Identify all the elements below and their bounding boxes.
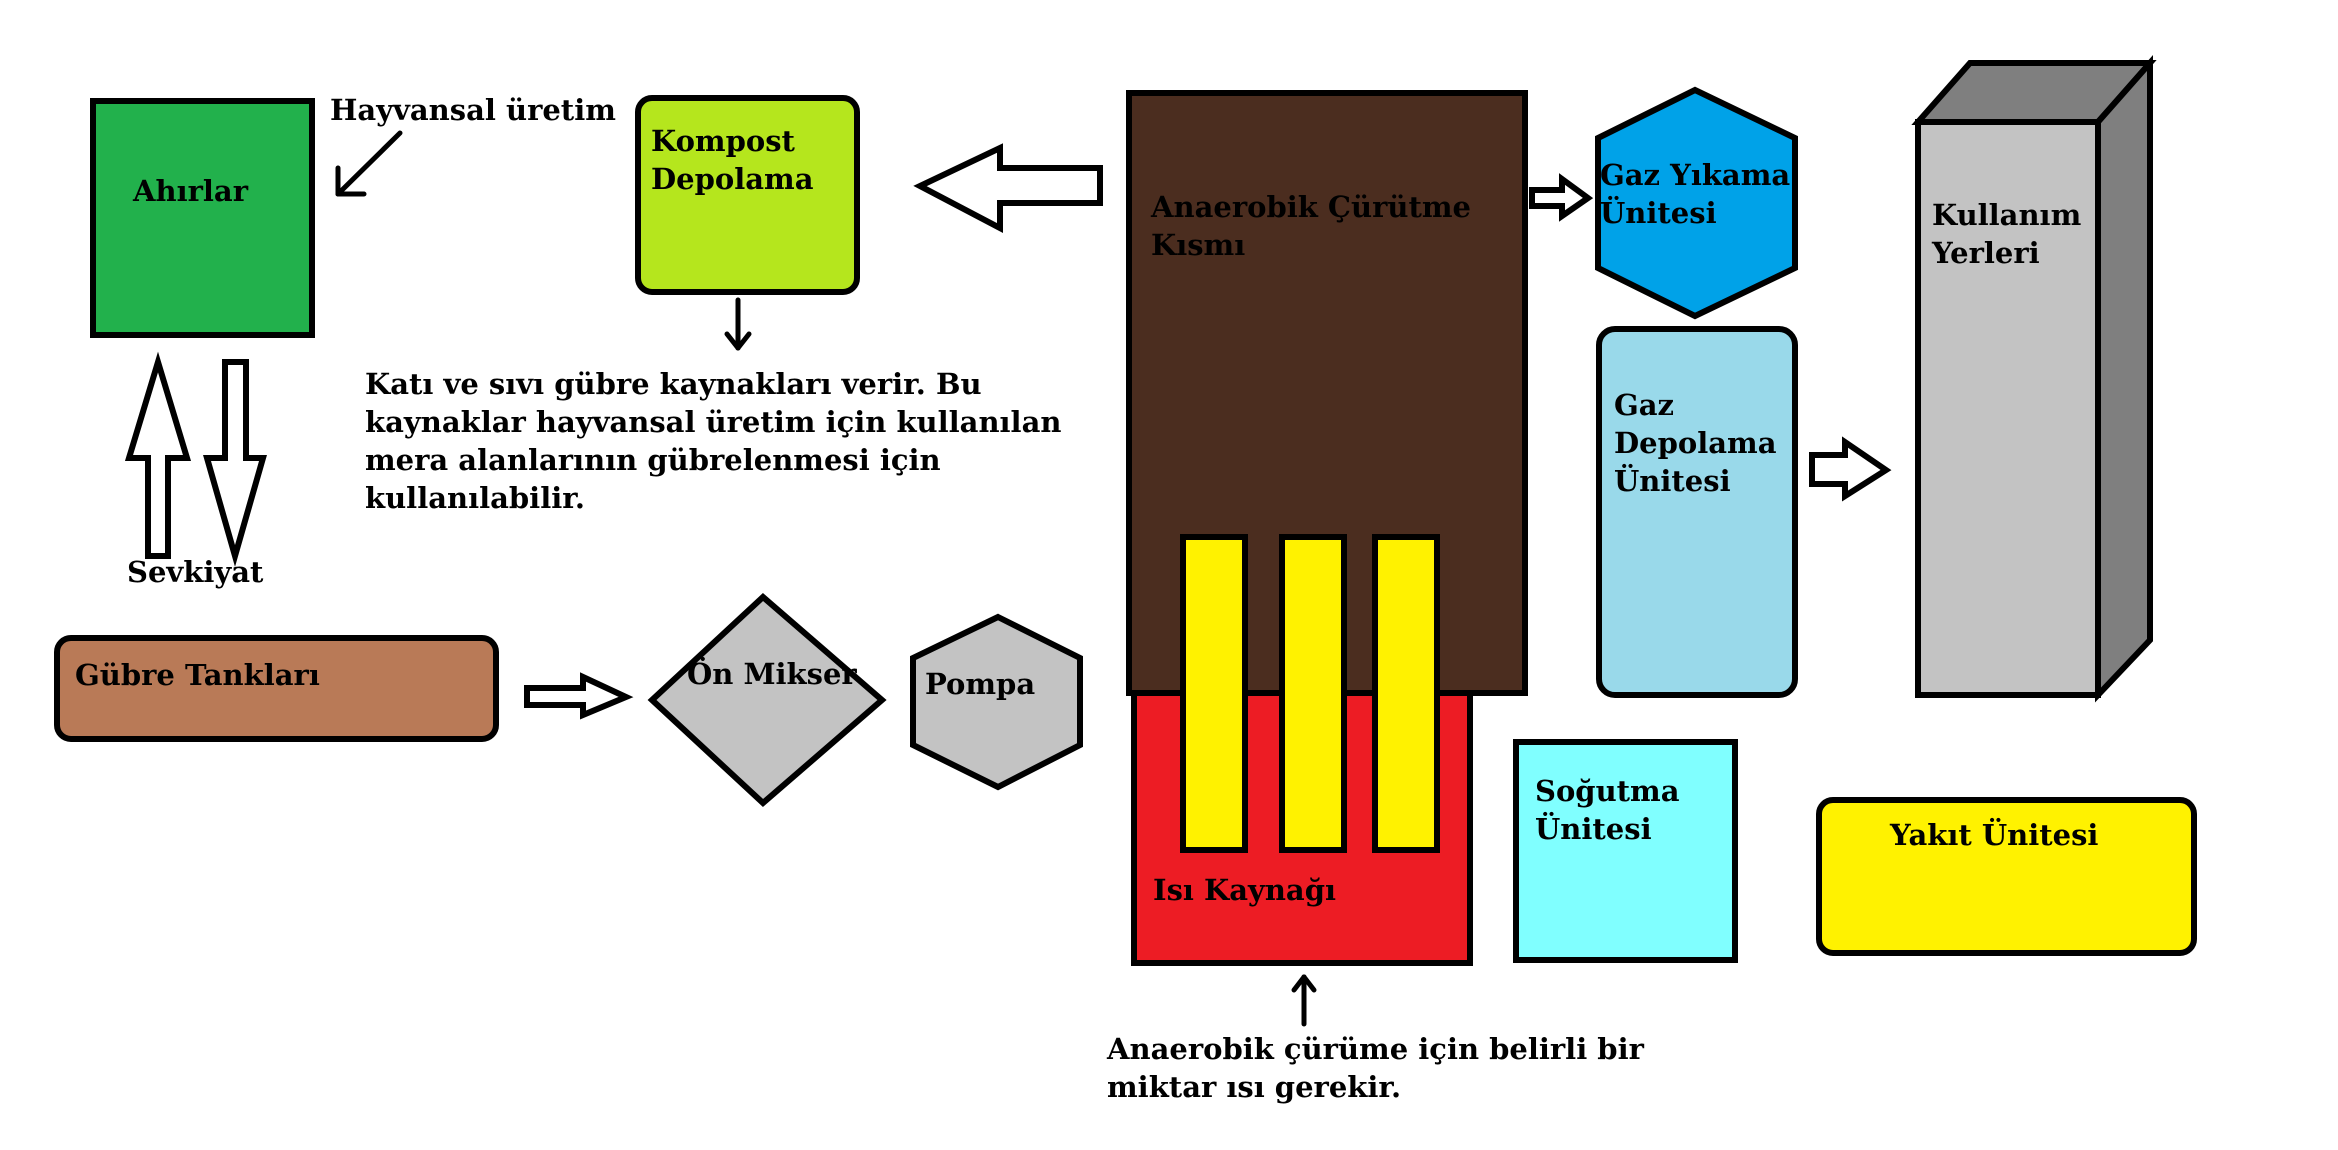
yakit-label: Yakıt Ünitesi [1890,818,2099,852]
yakit-box [1816,797,2197,956]
heater-bar [1180,534,1248,853]
gubre-tanklari-label: Gübre Tankları [75,658,320,692]
gubre-tanklari-box [54,635,499,742]
arrow-right-icon [1809,436,1892,502]
heater-bar [1279,534,1347,853]
gaz-yikama-hexagon [1595,86,1798,320]
gaz-yikama-label: Gaz Yıkama Ünitesi [1600,158,1791,230]
ahirlar-label: Ahırlar [133,174,248,208]
kompost-box [635,95,860,295]
kullanim-front [1915,119,2101,698]
gaz-depolama-label: Gaz Depolama Ünitesi [1614,388,1777,498]
arrow-right-icon [1529,173,1594,222]
kompost-label: Kompost Depolama [651,124,814,196]
anaerobik-label: Anaerobik Çürütme Kısmı [1151,190,1471,262]
arrow-down-icon [203,359,267,567]
on-mikser-diamond [647,592,887,808]
pompa-label: Pompa [925,667,1036,701]
sevkiyat-label: Sevkiyat [127,555,264,589]
isi-note-label: Anaerobik çürüme için belirli bir miktar… [1107,1032,1644,1104]
pompa-hexagon [910,613,1083,791]
sogutma-box [1513,739,1738,963]
arrow-diagonal-icon [335,130,403,197]
hayvansal-label: Hayvansal üretim [330,93,616,127]
kati-sivi-label: Katı ve sıvı gübre kaynakları verir. Bu … [365,367,1062,515]
arrow-up-thin-icon [1291,974,1317,1027]
isi-kaynagi-label: Isı Kaynağı [1153,873,1337,907]
arrow-up-icon [124,351,192,559]
gaz-depolama-box [1596,326,1798,698]
ahirlar-box [90,98,315,338]
on-mikser-label: Ön Mikser [687,657,857,691]
arrow-left-icon [913,143,1103,233]
kullanim-side [2095,55,2153,703]
kullanim-label: Kullanım Yerleri [1932,198,2082,270]
arrow-down-thin-icon [724,297,752,351]
sogutma-label: Soğutma Ünitesi [1535,774,1680,846]
arrow-right-icon [524,672,634,720]
heater-bar [1372,534,1440,853]
